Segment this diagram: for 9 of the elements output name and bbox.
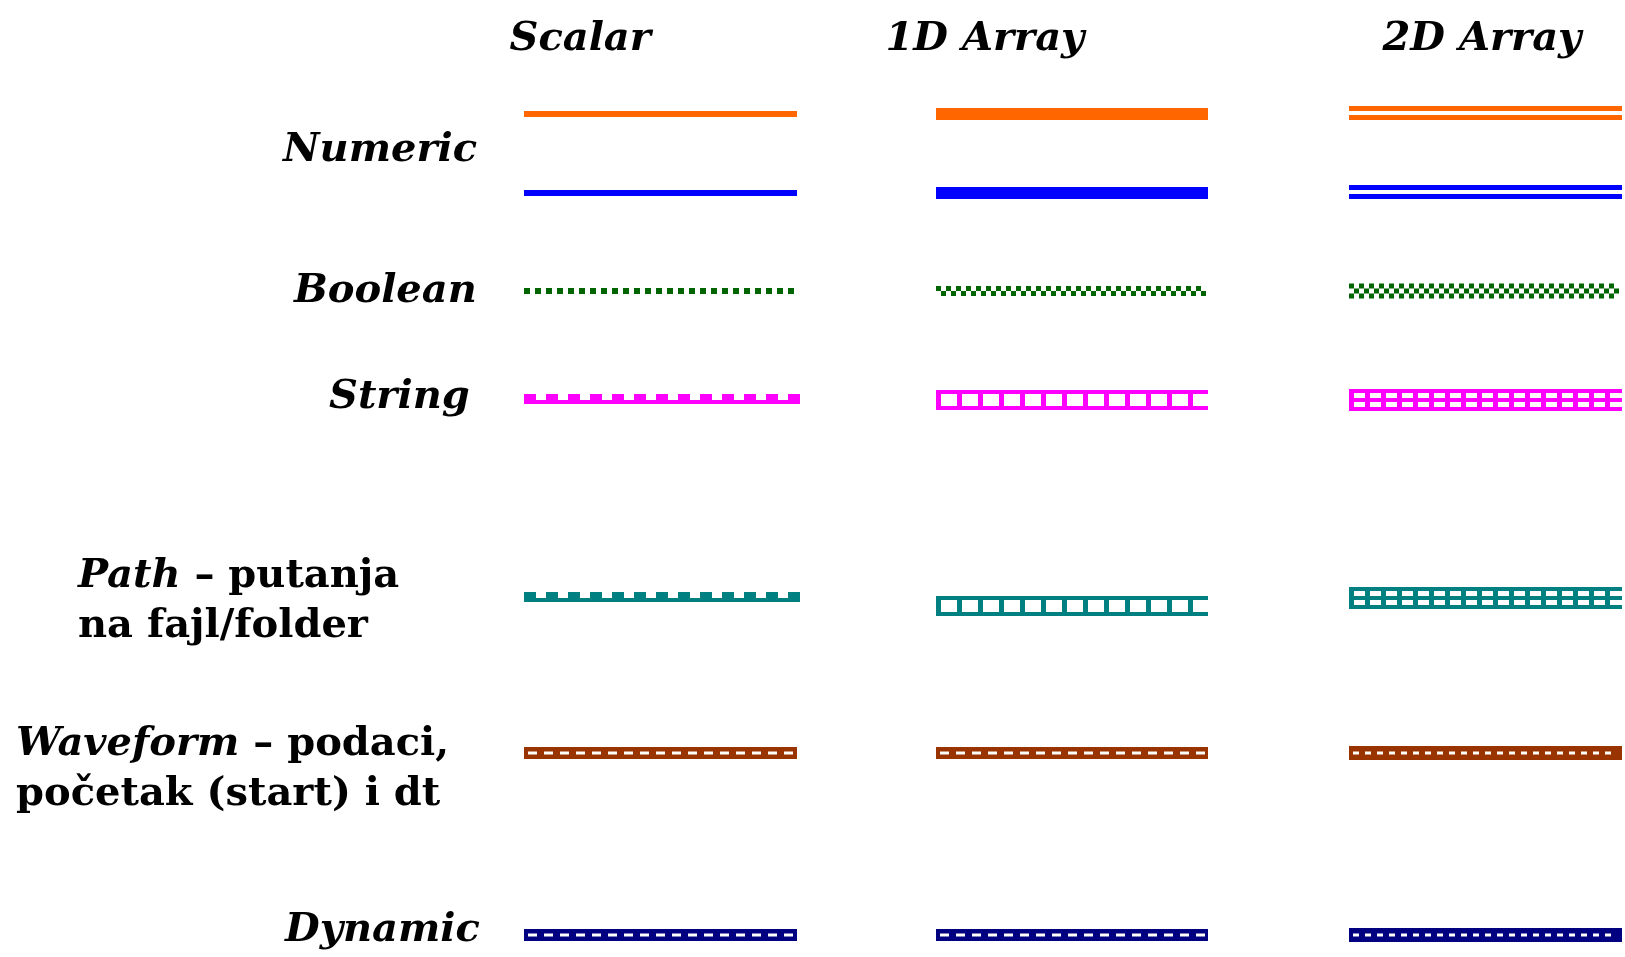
row-label: Numeric xyxy=(283,122,478,172)
column-header: 1D Array xyxy=(885,11,1085,61)
row-label: String xyxy=(329,369,470,419)
row-label: Waveform – podaci, početak (start) i dt xyxy=(16,716,451,816)
row-label: Boolean xyxy=(294,263,477,313)
column-header: Scalar xyxy=(509,11,651,61)
column-header: 2D Array xyxy=(1382,11,1582,61)
row-label: Path – putanja na fajl/folder xyxy=(78,548,401,648)
row-label: Dynamic xyxy=(285,902,480,952)
